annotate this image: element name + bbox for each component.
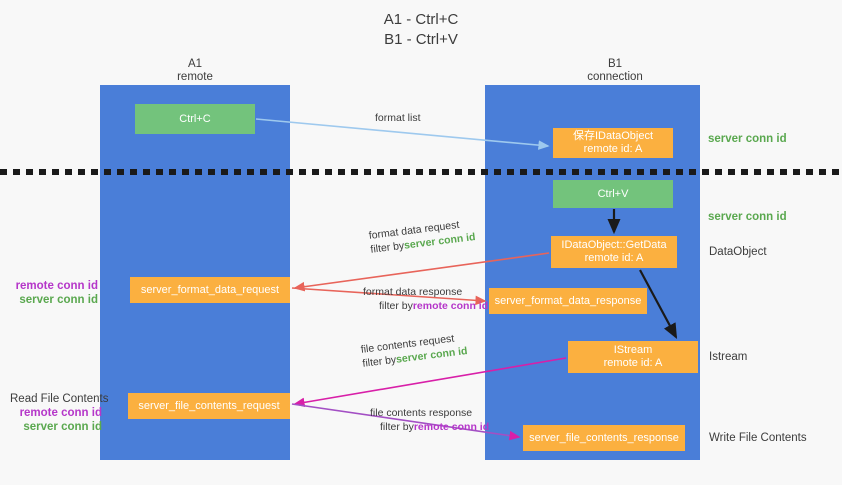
column-header-b1: B1 connection (545, 58, 685, 84)
edge-label-format-data-response-text: format data response (363, 286, 463, 298)
node-server-file-contents-response[interactable]: server_file_contents_response (523, 425, 685, 451)
right-label-server-conn-id-mid: server conn id (708, 211, 787, 223)
diagram-title: A1 - Ctrl+C B1 - Ctrl+V (0, 10, 842, 50)
node-server-format-data-response[interactable]: server_format_data_response (489, 288, 647, 314)
edge-label-format-list: format list (375, 111, 421, 125)
right-label-istream: Istream (709, 351, 748, 363)
node-server-format-data-request-label: server_format_data_request (140, 283, 280, 296)
node-istream-remote-id: remote id: A (603, 357, 663, 369)
edge-label-file-contents-response: file contents response filter by remote … (370, 406, 489, 434)
edge-label-format-data-response: format data response filter by remote co… (363, 285, 488, 313)
edge-label-file-contents-response-filter-value: remote conn id (413, 421, 490, 433)
edge-label-format-data-response-filter-prefix: filter by (379, 300, 413, 312)
node-server-file-contents-request-label: server_file_contents_request (138, 399, 280, 412)
node-save-idataobject-title: 保存IDataObject (572, 130, 654, 142)
edge-label-format-list-text: format list (375, 112, 421, 124)
node-server-file-contents-request[interactable]: server_file_contents_request (128, 393, 290, 419)
column-header-a1: A1 remote (130, 58, 260, 84)
diagram-title-line1: A1 - Ctrl+C (383, 11, 459, 28)
node-server-file-contents-response-label: server_file_contents_response (529, 431, 679, 444)
node-save-idataobject[interactable]: 保存IDataObject remote id: A (553, 128, 673, 158)
node-server-format-data-response-label: server_format_data_response (494, 294, 642, 307)
connector-file-contents-response (291, 403, 521, 441)
left-label-server-conn-id-1: server conn id (19, 294, 98, 306)
connector-getdata-istream (639, 269, 678, 339)
node-getdata-remote-id: remote id: A (584, 252, 644, 264)
edge-label-file-contents-response-filter-prefix: filter by (380, 421, 414, 433)
left-label-server-conn-id-2: server conn id (23, 421, 102, 433)
node-server-format-data-request[interactable]: server_format_data_request (130, 277, 290, 303)
node-istream-title: IStream (613, 344, 653, 356)
column-a1-sub: remote (177, 71, 213, 83)
column-b1-name: B1 (607, 58, 623, 70)
node-ctrl-c-label: Ctrl+C (179, 112, 211, 125)
connector-file-contents-request (293, 357, 567, 408)
right-label-dataobject: DataObject (709, 246, 767, 258)
node-getdata[interactable]: IDataObject::GetData remote id: A (551, 236, 677, 268)
left-label-remote-conn-id-1: remote conn id (15, 280, 98, 292)
edge-label-file-contents-response-text: file contents response (370, 407, 473, 419)
column-b1-sub: connection (587, 71, 643, 83)
column-a1-name: A1 (187, 58, 203, 70)
node-ctrl-v-label: Ctrl+V (597, 187, 629, 200)
left-label-read-file-contents: Read File Contents (10, 393, 109, 405)
left-label-remote-conn-id-2: remote conn id (19, 407, 102, 419)
connector-format-data-request (293, 252, 550, 292)
connector-format-data-response (291, 287, 487, 306)
node-getdata-title: IDataObject::GetData (561, 239, 667, 251)
node-ctrl-v[interactable]: Ctrl+V (553, 180, 673, 208)
right-label-server-conn-id-top: server conn id (708, 133, 787, 145)
node-ctrl-c[interactable]: Ctrl+C (135, 104, 255, 134)
edge-label-format-data-response-filter-value: remote conn id (412, 300, 489, 312)
left-label-group-format: remote conn id server conn id (10, 279, 98, 307)
node-save-idataobject-remote-id: remote id: A (583, 143, 643, 155)
right-label-write-file-contents: Write File Contents (709, 432, 807, 444)
phase-separator (0, 169, 842, 175)
node-istream[interactable]: IStream remote id: A (568, 341, 698, 373)
diagram-title-line2: B1 - Ctrl+V (384, 31, 458, 48)
connector-format-list (255, 118, 550, 150)
left-label-group-file: Read File Contents remote conn id server… (10, 392, 109, 434)
